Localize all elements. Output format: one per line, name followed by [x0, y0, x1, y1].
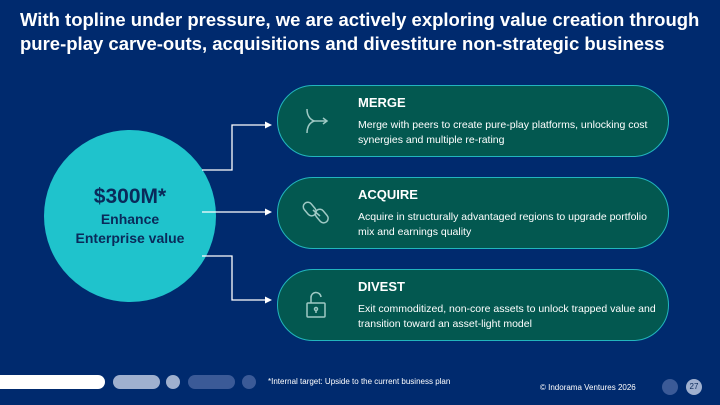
link-icon	[302, 201, 329, 224]
target-line2: Enterprise value	[75, 230, 185, 246]
progress-dot-1	[166, 375, 180, 389]
slide-title: With topline under pressure, we are acti…	[20, 9, 700, 54]
card-heading: MERGE	[358, 95, 406, 110]
progress-dot-2	[242, 375, 256, 389]
footnote: *Internal target: Upside to the current …	[268, 377, 451, 386]
merge-card: MERGE Merge with peers to create pure-pl…	[277, 85, 669, 157]
progress-pill-2	[113, 375, 160, 389]
target-value: $300M*	[93, 185, 167, 208]
target-circle: $300M* Enhance Enterprise value	[44, 130, 216, 302]
page-dot	[662, 379, 678, 395]
merge-icon	[306, 108, 329, 134]
progress-pill-1	[0, 375, 105, 389]
divest-card: DIVEST Exit commoditized, non-core asset…	[277, 269, 669, 341]
card-heading: ACQUIRE	[358, 187, 418, 202]
progress-pill-3	[188, 375, 235, 389]
card-description: Exit commoditized, non-core assets to un…	[358, 303, 656, 330]
card-description: Merge with peers to create pure-play pla…	[358, 119, 648, 146]
card-heading: DIVEST	[358, 279, 405, 294]
target-line1: Enhance	[100, 211, 160, 227]
page-number: 27	[686, 379, 702, 395]
acquire-card: ACQUIRE Acquire in structurally advantag…	[277, 177, 669, 249]
unlock-icon	[306, 291, 326, 318]
copyright: © Indorama Ventures 2026	[540, 383, 636, 392]
card-description: Acquire in structurally advantaged regio…	[358, 211, 647, 238]
